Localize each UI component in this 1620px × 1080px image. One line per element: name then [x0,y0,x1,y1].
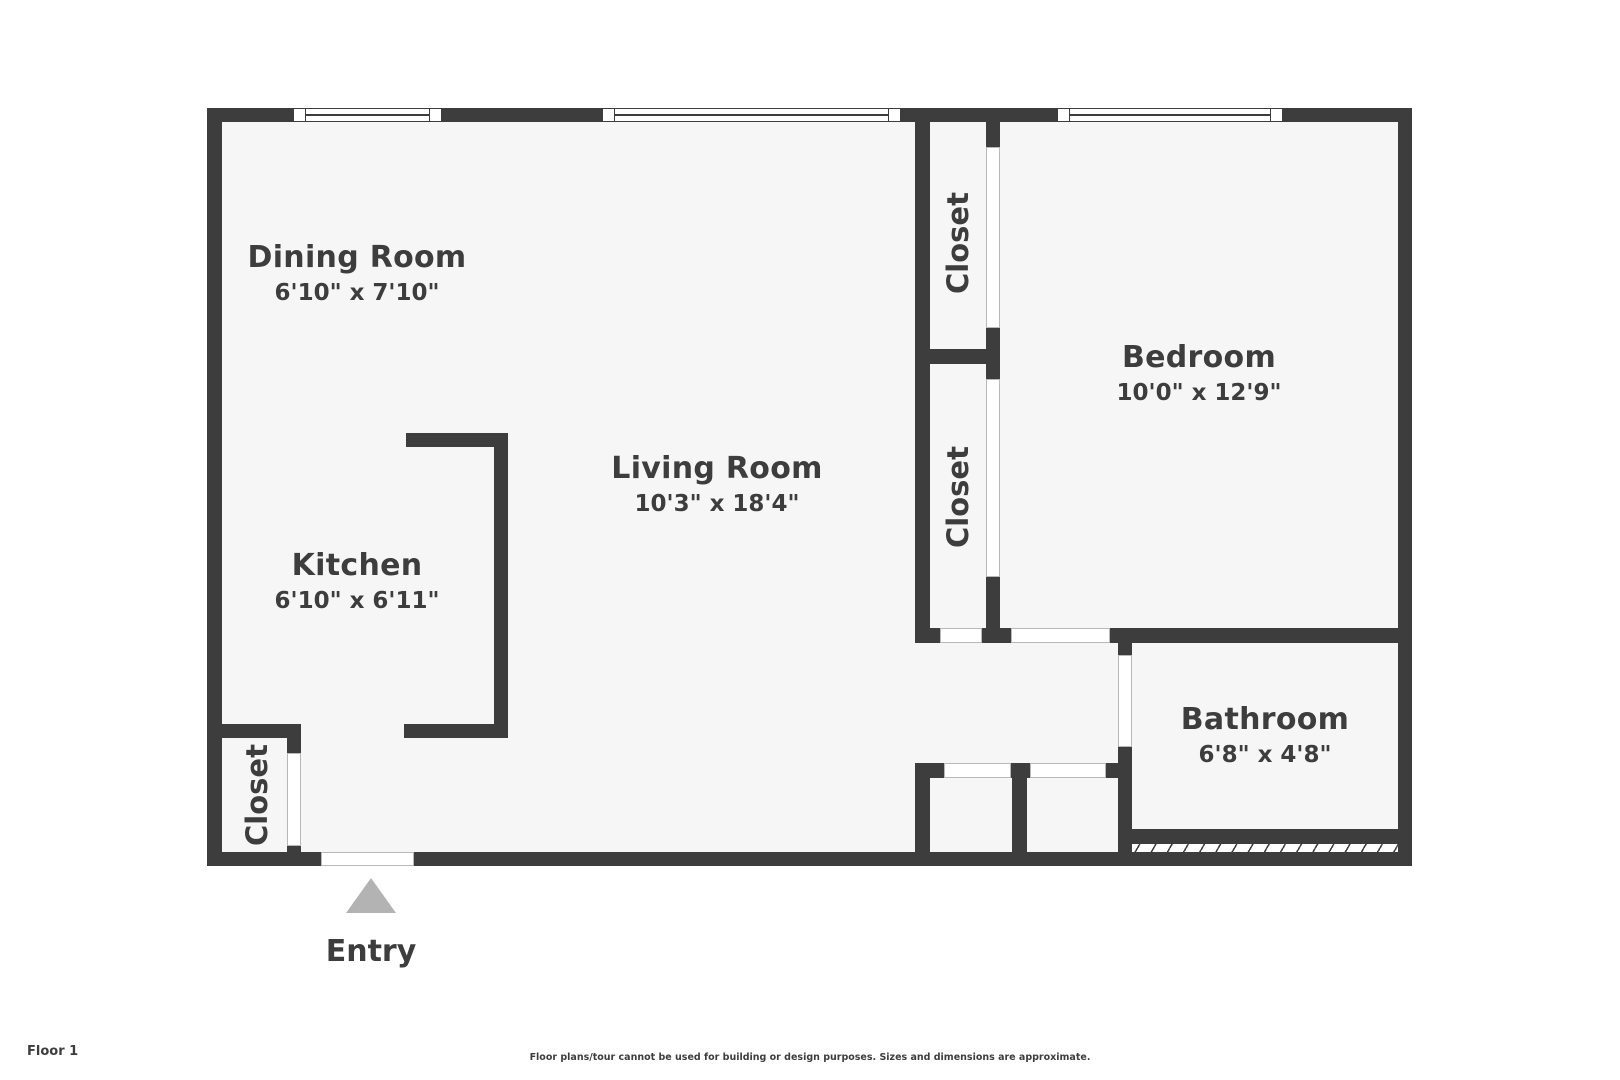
room-label-closet-upper: Closet [941,192,975,294]
kitchen-partition-vertical [494,433,508,738]
lower-closet-left-door[interactable] [944,763,1011,778]
room-dimensions: 10'0" x 12'9" [1116,380,1282,406]
room-name: Bathroom [1180,702,1350,737]
room-label-bedroom: Bedroom 10'0" x 12'9" [1117,341,1282,407]
disclaimer-text: Floor plans/tour cannot be used for buil… [529,1052,1091,1063]
entry-label: Entry [325,934,417,969]
closet-middle-bottom-door[interactable] [940,628,982,643]
room-name: Bedroom [1121,340,1277,375]
closet-middle-door[interactable] [986,379,1000,577]
entry-closet-door[interactable] [287,753,301,846]
bathroom-hatched-strip [1132,844,1398,852]
closet-divider-wall [915,349,1000,364]
room-label-closet-middle: Closet [941,446,975,548]
floor-area [207,108,1412,866]
window-bedroom [1057,108,1283,122]
room-label-kitchen: Kitchen 6'10" x 6'11" [275,549,440,615]
room-dimensions: 6'10" x 6'11" [274,588,440,614]
entry-door[interactable] [321,852,414,866]
room-name: Living Room [611,451,823,486]
room-dimensions: 6'10" x 7'10" [274,280,440,306]
kitchen-partition-top [406,433,508,447]
closet-upper-door[interactable] [986,147,1000,328]
lower-closets-left-wall [915,763,930,866]
entry-closet-top-wall [207,724,301,738]
kitchen-partition-bottom [404,724,508,738]
bathroom-door[interactable] [1118,655,1132,747]
lower-closet-right-door[interactable] [1030,763,1106,778]
room-name: Dining Room [247,240,467,275]
room-dimensions: 10'3" x 18'4" [634,491,800,517]
outer-wall-bottom [207,852,1412,866]
room-label-bathroom: Bathroom 6'8" x 4'8" [1181,703,1349,769]
room-label-living: Living Room 10'3" x 18'4" [611,452,822,518]
outer-wall-left [207,108,222,866]
room-name: Kitchen [291,548,423,583]
bathroom-bottom-wall [1118,829,1412,844]
entry-arrow-icon [346,878,396,913]
outer-wall-right [1398,108,1412,866]
window-dining [293,108,442,122]
closet-column-left-wall [915,108,930,643]
room-label-closet-entry: Closet [240,744,274,846]
floor-label: Floor 1 [27,1044,79,1059]
bedroom-door[interactable] [1011,628,1110,643]
room-label-dining: Dining Room 6'10" x 7'10" [248,241,467,307]
window-living [602,108,901,122]
room-dimensions: 6'8" x 4'8" [1198,742,1332,768]
lower-closets-divider-wall [1012,763,1027,866]
